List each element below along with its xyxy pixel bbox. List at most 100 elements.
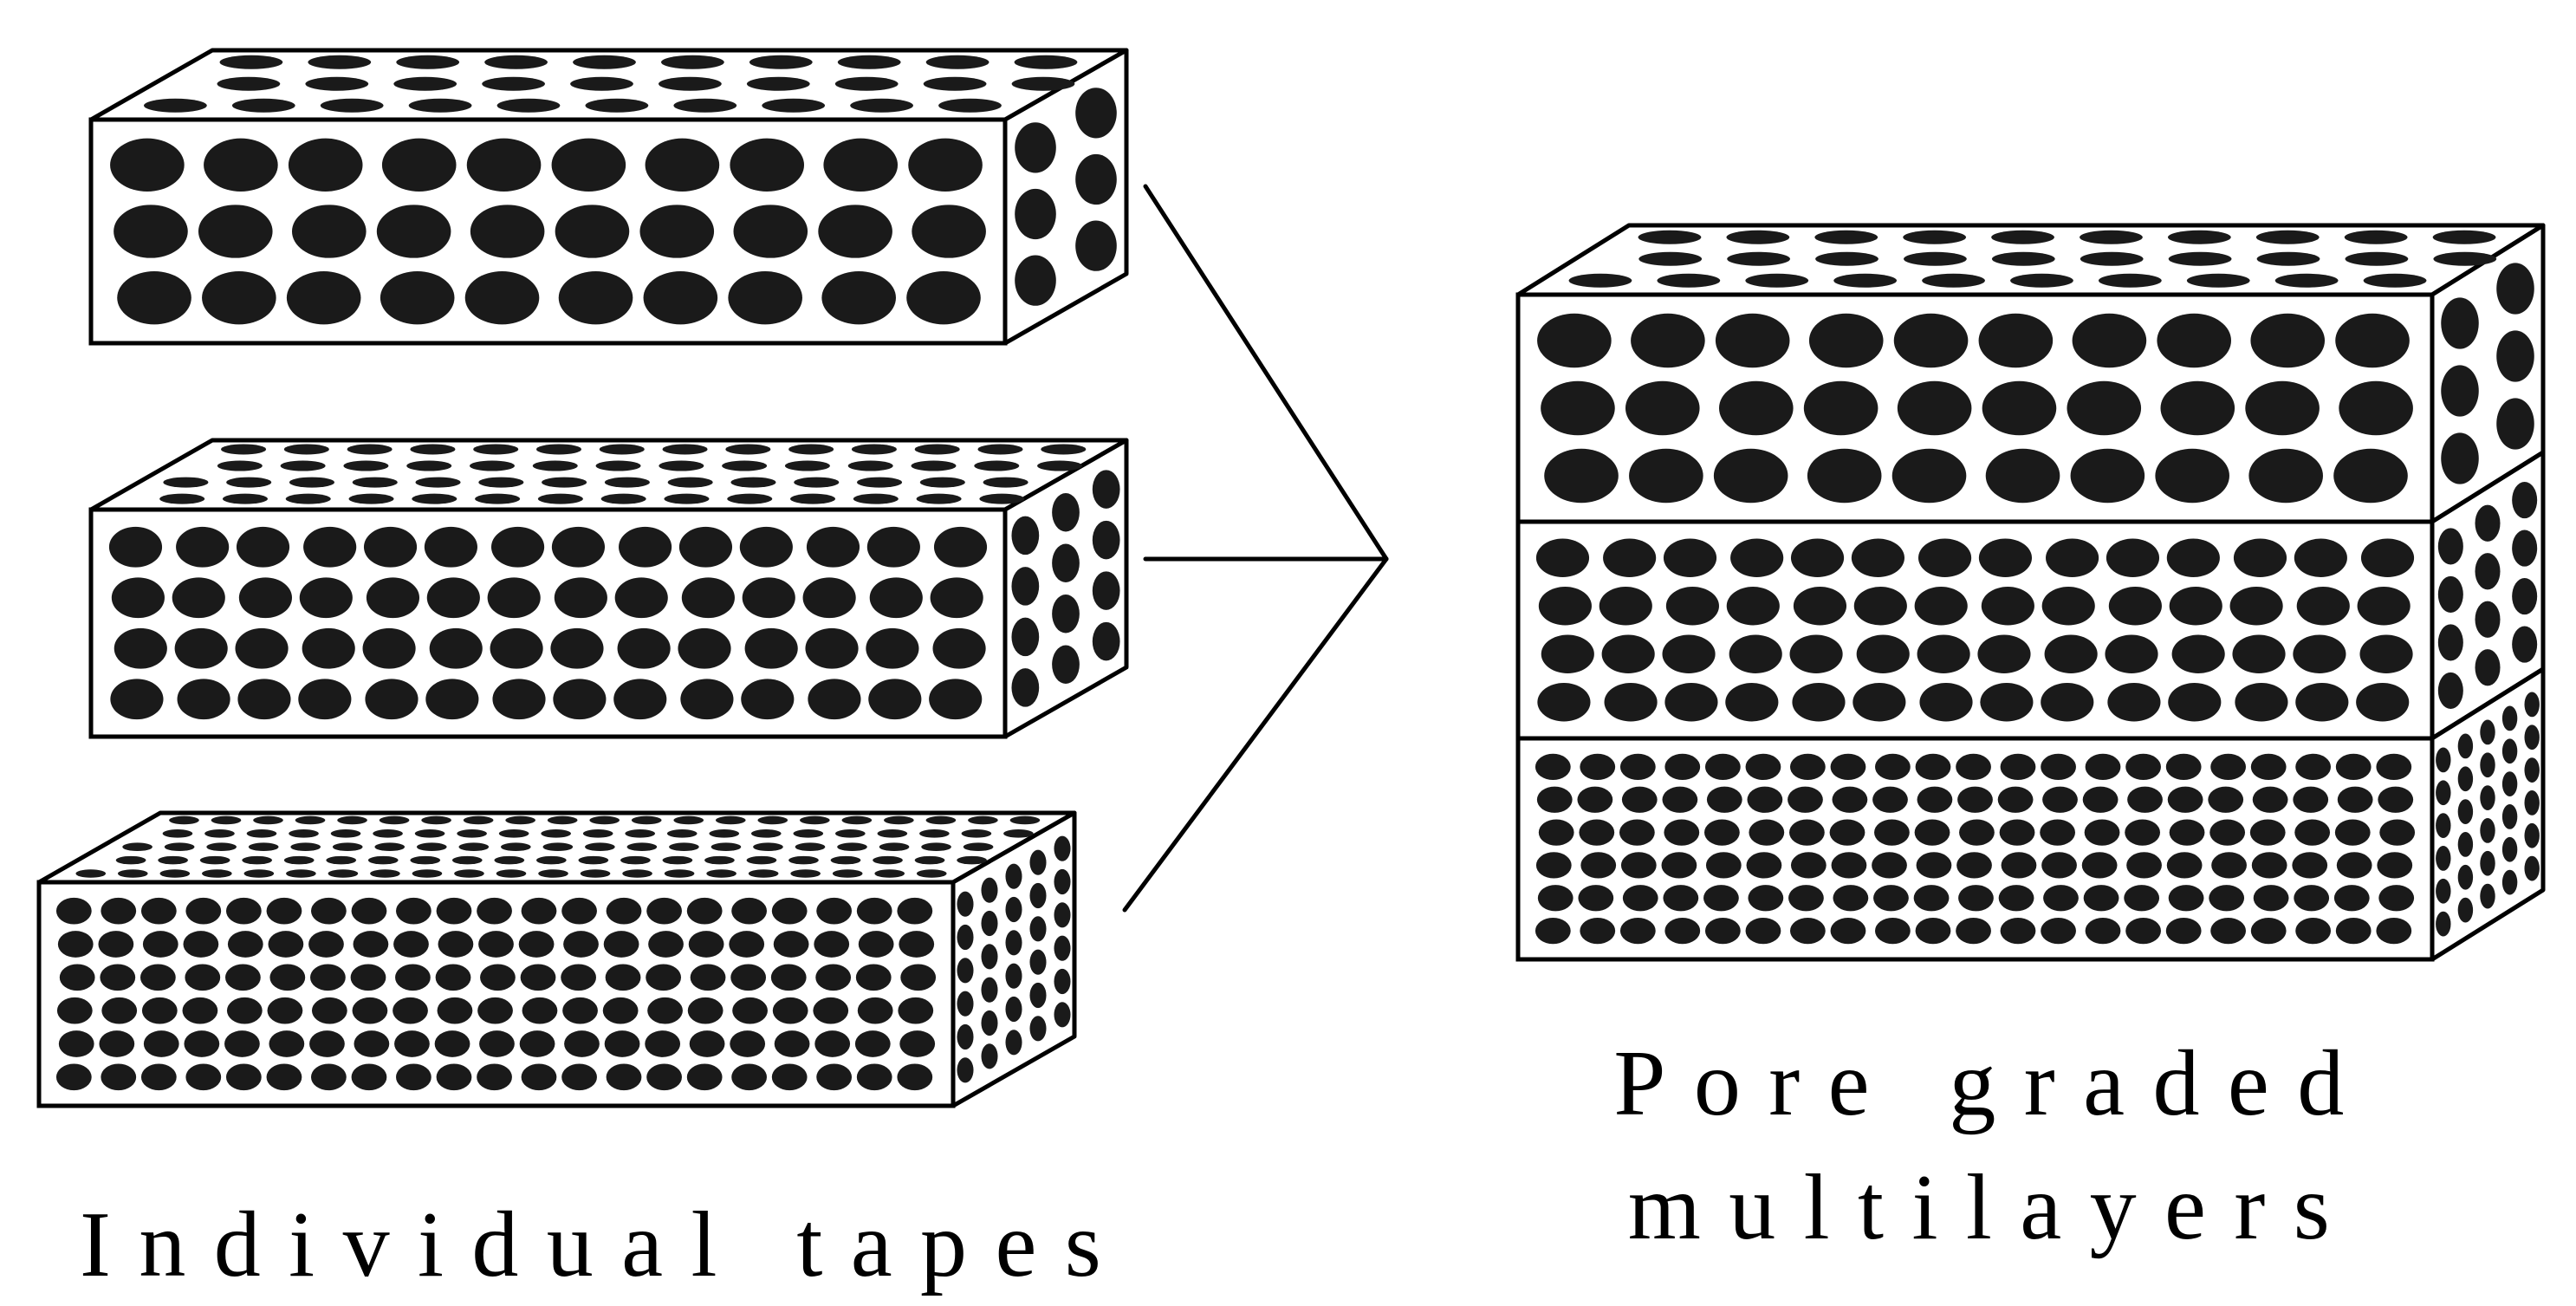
stack-layer-small-front-pore xyxy=(2000,753,2036,781)
tape-small-front-pore xyxy=(184,1030,220,1057)
tape-medium-side-pore xyxy=(1011,516,1040,556)
tape-small-front-pore xyxy=(562,997,598,1024)
tape-large-top-pore xyxy=(746,76,810,91)
stack-layer-large-top-pore xyxy=(1833,273,1898,288)
stack-layer-small-front-pore xyxy=(2209,819,2246,846)
tape-small-top-pore xyxy=(963,842,994,852)
tape-small-front-pore xyxy=(354,1030,390,1057)
stack-layer-medium-front-pore xyxy=(1978,538,2033,577)
tape-large-front-pore xyxy=(204,138,278,192)
tape-small-top-pore xyxy=(664,869,695,878)
tape-medium-top-pore xyxy=(977,444,1023,455)
tape-small-front-pore xyxy=(477,997,513,1024)
stack-layer-small-side-pore xyxy=(2501,804,2518,829)
tape-medium-front-pore xyxy=(806,526,860,568)
stack-layer-medium-front-pore xyxy=(1604,683,1658,722)
tape-small-front-pore xyxy=(142,931,178,958)
stack-layer-large-front-pore xyxy=(1625,380,1700,436)
tape-medium-front-pore xyxy=(805,627,859,669)
tape-medium-front-pore xyxy=(739,526,793,568)
tape-small-side-pore xyxy=(1029,949,1047,975)
tape-medium-top-pore xyxy=(857,477,903,488)
stack-layer-large-front-pore xyxy=(2157,313,2232,368)
tape-small-front-pore xyxy=(394,1030,430,1057)
tape-large-top-pore xyxy=(1014,55,1078,69)
stack-layer-medium-front-pore xyxy=(2235,683,2288,722)
tape-small-front-pore xyxy=(267,997,303,1024)
tape-small-front-pore xyxy=(59,964,95,991)
tape-medium-top-pore xyxy=(473,444,519,455)
stack-layer-small-front-pore xyxy=(2377,852,2413,879)
stack-layer-small-front-pore xyxy=(1535,753,1571,781)
tape-small-top-pore xyxy=(158,855,188,865)
stack-layer-small-front-pore xyxy=(1875,753,1911,781)
tape-large-top-pore xyxy=(219,55,283,69)
tape-small-front-pore xyxy=(690,964,726,991)
stack-layer-small-front-pore xyxy=(1956,917,1991,945)
stack-layer-large-front-pore xyxy=(1808,313,1884,368)
stack-layer-small-front-pore xyxy=(2082,786,2119,813)
tape-small-top-pore xyxy=(957,855,987,865)
tape-small-side-pore xyxy=(981,1010,998,1036)
tape-large-top-pore xyxy=(320,98,384,113)
stack-layer-large-side-pore xyxy=(2496,330,2534,382)
tape-medium-front-pore xyxy=(177,679,230,720)
stack-layer-medium-front-pore xyxy=(2106,538,2160,577)
tape-small-top-pore xyxy=(117,869,148,878)
stack-layer-small-front-pore xyxy=(1578,885,1614,912)
stack-layer-small-front-pore xyxy=(2165,917,2202,945)
tape-small-side-pore xyxy=(981,877,998,903)
stack-layer-medium-front-pore xyxy=(1789,634,1843,673)
tape-medium-front-pore xyxy=(929,679,983,720)
tape-medium-front-pore xyxy=(741,679,795,720)
tape-small-front-pore xyxy=(395,964,431,991)
tape-small-front-pore xyxy=(479,1030,515,1057)
tape-small-front-pore xyxy=(772,997,808,1024)
tape-small-front-pore xyxy=(854,1030,891,1057)
tape-small-front-pore xyxy=(435,964,471,991)
stack-layer-large-side-pore xyxy=(2441,297,2479,349)
stack-layer-small-side-pore xyxy=(2436,780,2451,806)
stack-layer-medium-side-pore xyxy=(2475,553,2501,590)
tape-medium-top-pore xyxy=(343,460,389,471)
stack-layer-small-front-pore xyxy=(2124,885,2160,912)
stack-layer-large-front-pore xyxy=(1897,380,1972,436)
tape-small-top-pore xyxy=(243,869,275,878)
tape-small-front-pore xyxy=(520,964,556,991)
tape-small-front-pore xyxy=(521,897,557,925)
stack-layer-large-front-pore xyxy=(1715,313,1790,368)
tape-small-top-pore xyxy=(706,869,736,878)
stack-layer-small-front-pore xyxy=(2040,819,2075,846)
tape-small xyxy=(36,810,1077,1108)
stack-layer-medium-front-pore xyxy=(2171,634,2225,673)
stack-layer-small-front-pore xyxy=(1619,819,1655,846)
tape-medium-top-pore xyxy=(347,444,393,455)
stack-layer-medium-side-pore xyxy=(2437,575,2463,614)
tape-small-top-pore xyxy=(326,855,357,865)
tape-large-top-pore xyxy=(484,55,548,69)
tape-small-front-pore xyxy=(858,931,894,958)
tape-small-top-pore xyxy=(662,855,693,865)
tape-medium-top-pore xyxy=(352,477,398,488)
tape-large-front-pore xyxy=(466,138,542,192)
tape-small-top-pore xyxy=(580,869,611,878)
stack-layer-small-front-pore xyxy=(2000,917,2036,945)
stack-layer-small-front-pore xyxy=(1662,786,1698,813)
tape-small-front-pore xyxy=(900,964,937,991)
tape-small-front-pore xyxy=(351,1063,387,1091)
tape-small-top-pore xyxy=(379,815,410,825)
stack-layer-small-side-pore xyxy=(2436,878,2451,904)
stack-layer-small-front-pore xyxy=(2378,786,2414,813)
tape-medium-top-pore xyxy=(725,444,771,455)
stack-layer-large-front-pore xyxy=(2248,448,2323,504)
tape-small-front-pore xyxy=(519,1030,555,1057)
stack-layer-large-top-pore xyxy=(1991,230,2054,244)
tape-medium-top-pore xyxy=(604,477,650,488)
stack-layer-large-top-pore xyxy=(1815,251,1878,266)
tape-medium-top-pore xyxy=(599,444,645,455)
tape-small-front-pore xyxy=(773,931,809,958)
tape-small-front-pore xyxy=(352,997,388,1024)
stack-layer-small-front-pore xyxy=(2208,786,2244,813)
stack-layer-small-side-pore xyxy=(2480,850,2495,876)
stack-layer-large-side-pore xyxy=(2441,432,2479,484)
